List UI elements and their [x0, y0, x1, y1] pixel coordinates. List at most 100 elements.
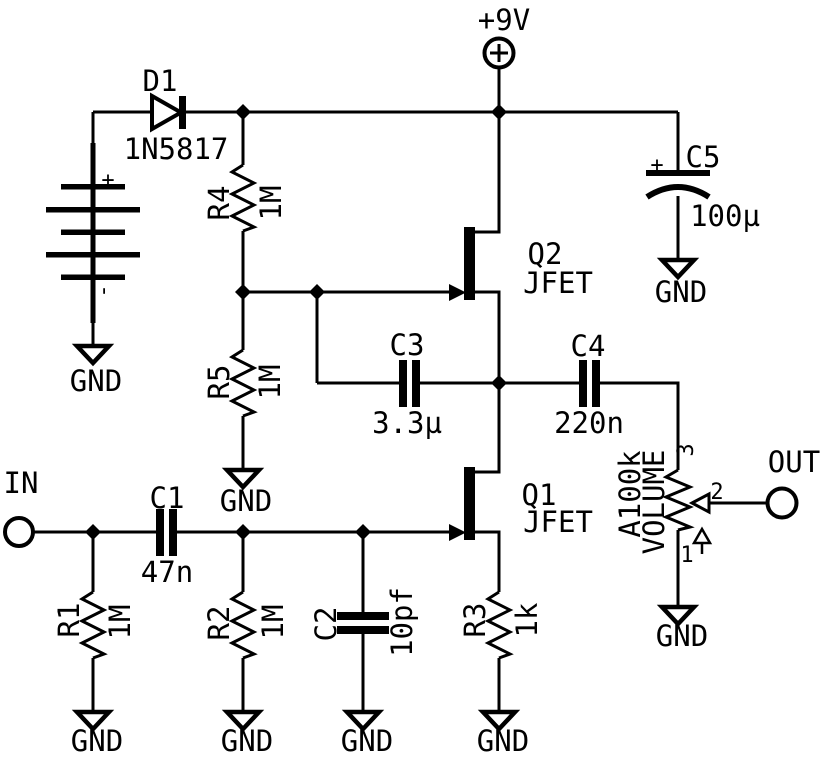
- gnd-label: GND: [220, 484, 272, 518]
- junction-dot: [309, 284, 325, 300]
- label-c1-value: 47n: [141, 555, 193, 589]
- gnd-label: GND: [341, 724, 393, 758]
- resistor-zigzag: [228, 163, 258, 233]
- label-r4-value: 1M: [254, 186, 288, 221]
- power-terminal: +9V: [478, 3, 530, 70]
- component-c1: C1 47n: [141, 481, 193, 589]
- battery-plate-long: [46, 252, 140, 258]
- jfet-gate-arrow-icon: [449, 524, 466, 541]
- input-terminal-icon: [3, 516, 35, 548]
- label-pot-function: VOLUME: [637, 450, 671, 555]
- label-r3-ref: R3: [458, 603, 492, 638]
- gnd-label: GND: [221, 724, 273, 758]
- jfet-source-lead: [475, 530, 501, 592]
- label-r1-ref: R1: [52, 603, 86, 638]
- label-r3-value: 1k: [510, 602, 544, 637]
- input-terminal: IN: [3, 466, 38, 548]
- resistor-zigzag: [228, 590, 258, 660]
- label-battery-plus: +: [101, 168, 114, 193]
- component-r2: R2 1M GND: [202, 590, 290, 758]
- component-c4: C4 220n: [554, 329, 624, 440]
- jfet-channel-bar: [464, 227, 475, 300]
- gnd-symbol: GND: [656, 604, 708, 653]
- capacitor-plate: [337, 626, 389, 634]
- junction-dot: [235, 284, 251, 300]
- gnd-label: GND: [656, 619, 708, 653]
- label-pot-pin1: 1: [680, 543, 693, 568]
- capacitor-plate: [169, 509, 177, 556]
- output-terminal-icon: [765, 486, 799, 520]
- jfet-drain-lead: [475, 383, 501, 474]
- gnd-icon: [221, 467, 265, 491]
- jfet-gate-arrow-icon: [449, 284, 466, 301]
- component-battery: + - GND: [46, 143, 140, 398]
- component-volume-pot: A100k VOLUME 3 2 1 GND: [613, 443, 724, 653]
- power-plus-icon: [490, 44, 508, 62]
- gnd-label: GND: [70, 364, 122, 398]
- junction-dot: [85, 524, 101, 540]
- wire: [600, 381, 680, 470]
- gnd-symbol: GND: [221, 709, 273, 758]
- pot-wiper-arrow-icon: [688, 491, 711, 515]
- junction-dots: [85, 104, 507, 540]
- pot-rotation-arrow-icon: [691, 526, 713, 554]
- label-c4-ref: C4: [571, 329, 606, 363]
- label-r5-ref: R5: [202, 365, 236, 400]
- label-r4-ref: R4: [202, 186, 236, 221]
- label-pot-pin3: 3: [674, 443, 699, 456]
- component-c5: + C5 100µ GND: [645, 140, 760, 309]
- label-c3-ref: C3: [390, 328, 425, 362]
- component-r1: R1 1M GND: [52, 590, 137, 758]
- label-pot-pin2: 2: [710, 480, 723, 505]
- gnd-symbol: GND: [341, 709, 393, 758]
- capacitor-plate: [337, 612, 389, 620]
- label-r5-value: 1M: [253, 365, 287, 400]
- gnd-icon: [341, 709, 385, 733]
- gnd-symbol: GND: [220, 467, 272, 518]
- resistor-zigzag: [484, 590, 514, 660]
- label-c1-ref: C1: [150, 481, 185, 515]
- capacitor-plate: [156, 509, 164, 556]
- capacitor-plate: [579, 360, 587, 407]
- component-c2: C2 10pf GND: [309, 587, 419, 758]
- label-c5-ref: C5: [686, 140, 721, 174]
- battery-plate-short: [61, 184, 125, 190]
- label-c5-value: 100µ: [690, 199, 760, 233]
- capacitor-plate: [592, 360, 600, 407]
- gnd-symbol: GND: [477, 709, 529, 758]
- jfet-channel-bar: [464, 467, 475, 540]
- gnd-label: GND: [655, 275, 707, 309]
- component-r3: R3 1k GND: [458, 590, 544, 758]
- label-q1-value: JFET: [523, 505, 593, 539]
- battery-plate-short: [61, 274, 125, 280]
- capacitor-curved-plate: [645, 184, 711, 200]
- battery-plate-short: [61, 229, 125, 235]
- label-c5-polarity: +: [650, 153, 663, 178]
- label-q1-ref: Q1: [522, 478, 557, 512]
- resistor-zigzag: [78, 590, 108, 660]
- capacitor-plate: [646, 170, 710, 176]
- label-pot-value: A100k: [613, 450, 647, 538]
- label-d1-value: 1N5817: [124, 132, 229, 166]
- gnd-icon: [221, 709, 265, 733]
- gnd-icon: [656, 604, 700, 628]
- jfet-drain-lead: [475, 112, 501, 234]
- label-r2-value: 1M: [256, 605, 290, 640]
- gnd-symbol: GND: [655, 257, 707, 309]
- gnd-icon: [477, 709, 521, 733]
- power-terminal-icon: [482, 36, 516, 70]
- power-label: +9V: [478, 3, 530, 37]
- gnd-symbol: GND: [71, 709, 123, 758]
- gnd-label: GND: [71, 724, 123, 758]
- label-d1-ref: D1: [143, 64, 178, 98]
- component-r4: R4 1M: [202, 163, 288, 233]
- gnd-icon: [656, 257, 700, 281]
- jfet-source-lead: [475, 290, 501, 383]
- diode-symbol: [150, 92, 186, 133]
- battery-plate-long: [46, 207, 140, 213]
- capacitor-plate: [412, 360, 420, 407]
- label-r1-value: 1M: [103, 605, 137, 640]
- gnd-icon: [71, 343, 115, 367]
